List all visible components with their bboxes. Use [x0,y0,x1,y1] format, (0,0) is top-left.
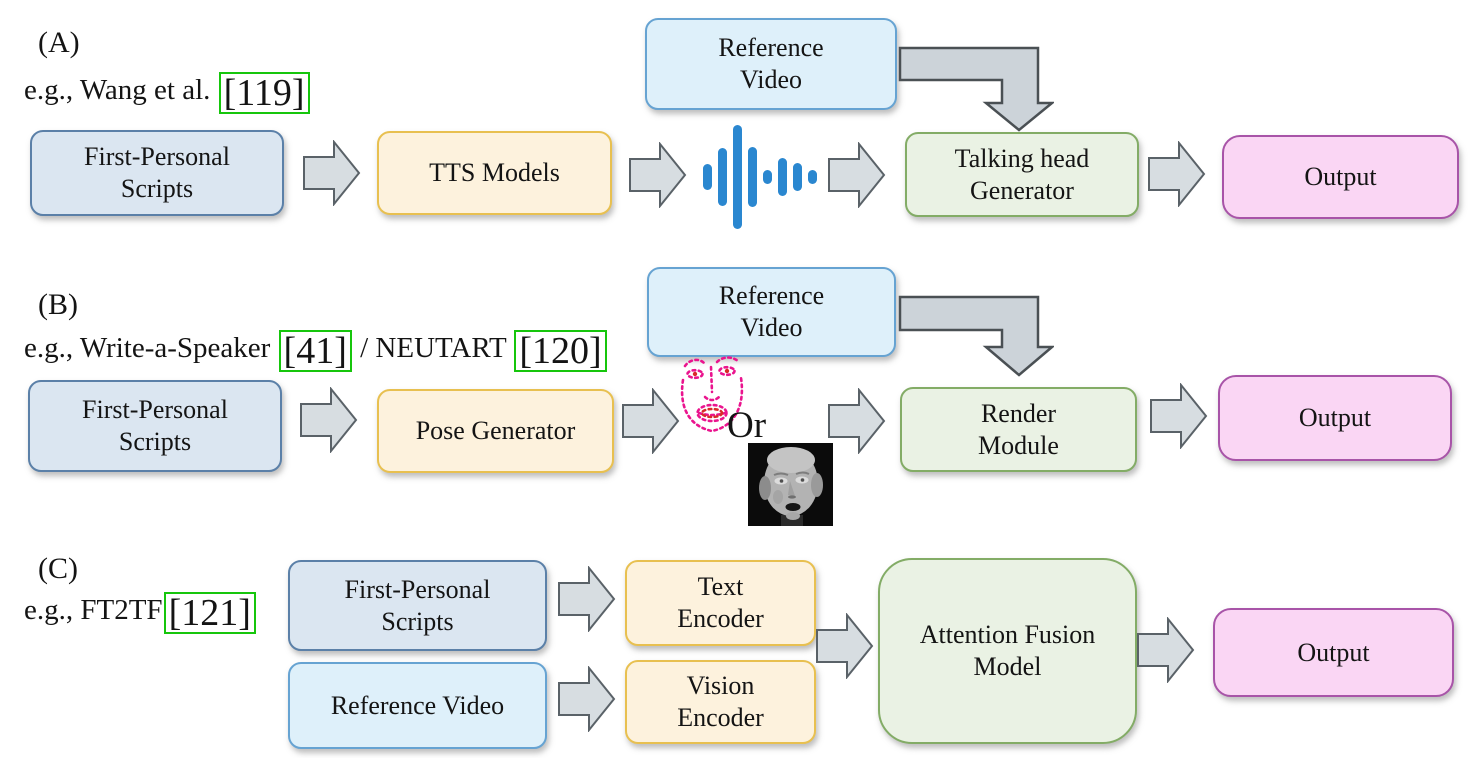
arrow-right-icon [816,613,874,679]
node-label: Pose Generator [415,416,576,446]
arrow-elbow-down-icon [898,295,1054,377]
arrow-right-icon [1137,617,1195,683]
node-attention-fusion-model: Attention Fusion Model [878,558,1137,744]
arrow-right-icon [303,140,361,206]
node-talking-head-generator: Talking head Generator [905,132,1139,217]
citation-link-41[interactable]: [41] [278,330,352,372]
row-a-caption: e.g., Wang et al. [119] [24,72,311,114]
node-label: First-Personal Scripts [84,142,230,203]
node-output-a: Output [1222,135,1459,219]
node-vision-encoder: Vision Encoder [625,660,816,744]
node-reference-video-b: Reference Video [647,267,896,357]
row-b-caption: e.g., Write-a-Speaker [41] / NEUTART [12… [24,330,608,372]
node-render-module: Render Module [900,387,1137,472]
waveform-bar [793,163,802,191]
row-a-caption-text: e.g., Wang et al. [24,74,218,106]
arrow-right-icon [828,142,886,208]
or-label: Or [727,405,767,446]
node-pose-generator: Pose Generator [377,389,614,473]
node-label: Reference Video [718,281,825,342]
node-tts-models: TTS Models [377,131,612,215]
landmark-pupil [724,368,730,374]
arrow-right-icon [1150,383,1208,449]
node-label: Output [1297,637,1370,667]
landmark-pupil [692,371,698,377]
node-reference-video-a: Reference Video [645,18,897,110]
row-b-caption-text: e.g., Write-a-Speaker [24,332,278,364]
3d-head-mesh-image [748,443,833,526]
node-label: Reference Video [330,690,505,720]
node-first-personal-scripts-a: First-Personal Scripts [30,130,284,216]
arrow-right-icon [558,666,616,732]
arrow-right-icon [1148,141,1206,207]
waveform-bar [763,170,772,184]
waveform-bar [718,148,727,206]
node-output-b: Output [1218,375,1452,461]
audio-waveform-icon [698,124,822,230]
arrow-right-icon [300,387,358,453]
row-c-caption: e.g., FT2TF[121] [24,592,257,634]
row-b-label: (B) [38,288,78,321]
row-c-caption-text: e.g., FT2TF [24,594,163,626]
face-landmarks-icon [680,356,744,433]
node-output-c: Output [1213,608,1454,697]
node-label: Talking head Generator [954,143,1090,205]
node-label: TTS Models [429,158,560,188]
waveform-bar [733,125,742,229]
node-label: Output [1304,162,1377,192]
waveform-bar [703,164,712,190]
node-label: Text Encoder [677,572,764,633]
citation-link-119[interactable]: [119] [218,72,310,114]
waveform-bar [778,158,787,196]
row-c-label: (C) [38,552,78,585]
node-label: Attention Fusion Model [919,620,1096,681]
node-label: Output [1298,403,1372,433]
node-label: First-Personal Scripts [344,574,491,636]
arrow-right-icon [558,566,616,632]
row-a-label: (A) [38,26,80,59]
waveform-bar [748,147,757,207]
arrow-right-icon [828,388,886,454]
node-label: Reference Video [718,33,824,94]
arrow-right-icon [629,142,687,208]
citation-link-120[interactable]: [120] [514,330,607,372]
node-text-encoder: Text Encoder [625,560,816,646]
arrow-right-icon [622,388,680,454]
node-label: First-Personal Scripts [82,395,228,456]
waveform-bar [808,170,817,184]
arrow-elbow-down-icon [898,46,1054,132]
citation-link-121[interactable]: [121] [163,592,256,634]
node-label: Render Module [978,398,1059,460]
node-first-personal-scripts-b: First-Personal Scripts [28,380,282,472]
node-first-personal-scripts-c: First-Personal Scripts [288,560,547,651]
row-b-caption-mid: / NEUTART [352,332,514,364]
node-label: Vision Encoder [677,671,764,732]
node-reference-video-c: Reference Video [288,662,547,749]
